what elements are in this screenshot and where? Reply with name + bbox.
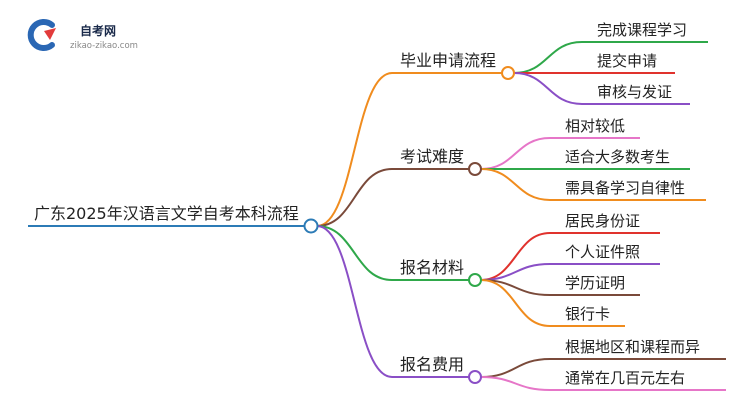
root-node[interactable]: 广东2025年汉语言文学自考本科流程 bbox=[28, 204, 319, 234]
leaf-suits-most[interactable]: 适合大多数考生 bbox=[550, 148, 690, 170]
leaf-varies-by-region[interactable]: 根据地区和课程而异 bbox=[550, 338, 726, 360]
leaf-label: 完成课程学习 bbox=[597, 21, 687, 39]
branch-to-leaf-connector bbox=[513, 72, 583, 105]
root-label: 广东2025年汉语言文学自考本科流程 bbox=[34, 204, 299, 223]
leaf-label: 居民身份证 bbox=[565, 212, 640, 230]
leaf-photo[interactable]: 个人证件照 bbox=[550, 243, 660, 265]
branch-graduation[interactable]: 毕业申请流程 bbox=[392, 51, 515, 80]
branch-to-leaf-connector bbox=[513, 41, 583, 74]
branch-toggle-circle[interactable] bbox=[468, 370, 482, 384]
branch-toggle-circle[interactable] bbox=[501, 66, 515, 80]
leaf-submit-application[interactable]: 提交申请 bbox=[582, 52, 675, 74]
leaf-label: 相对较低 bbox=[565, 117, 625, 135]
branch-toggle-circle[interactable] bbox=[468, 162, 482, 176]
branch-label: 报名材料 bbox=[400, 258, 464, 277]
leaf-self-discipline[interactable]: 需具备学习自律性 bbox=[550, 179, 706, 201]
root-to-branch-connector bbox=[316, 168, 393, 227]
branch-to-leaf-connector bbox=[480, 137, 551, 170]
branch-fees[interactable]: 报名费用 bbox=[392, 355, 482, 384]
branch-difficulty[interactable]: 考试难度 bbox=[392, 147, 482, 176]
logo-subtitle: zikao-zikao.com bbox=[70, 41, 138, 51]
leaf-label: 通常在几百元左右 bbox=[565, 369, 685, 387]
leaf-label: 适合大多数考生 bbox=[565, 148, 670, 166]
root-to-branch-connector bbox=[316, 72, 393, 227]
root-to-branch-connector bbox=[316, 225, 393, 281]
branch-to-leaf-connector bbox=[480, 376, 551, 391]
leaf-complete-courses[interactable]: 完成课程学习 bbox=[582, 21, 708, 43]
leaf-label: 需具备学习自律性 bbox=[565, 179, 685, 197]
leaf-label: 根据地区和课程而异 bbox=[565, 338, 700, 356]
leaf-label: 个人证件照 bbox=[565, 243, 640, 261]
branch-materials[interactable]: 报名材料 bbox=[392, 258, 482, 287]
root-toggle-circle[interactable] bbox=[303, 218, 319, 234]
leaf-education-proof[interactable]: 学历证明 bbox=[550, 274, 640, 296]
leaf-label: 审核与发证 bbox=[597, 83, 672, 101]
leaf-few-hundred-yuan[interactable]: 通常在几百元左右 bbox=[550, 369, 726, 391]
logo-title: 自考网 bbox=[80, 23, 116, 38]
site-logo: 自考网 zikao-zikao.com bbox=[27, 19, 138, 51]
branch-to-leaf-connector bbox=[480, 358, 551, 378]
branch-to-leaf-connector bbox=[480, 232, 551, 281]
mindmap-edges bbox=[316, 41, 583, 391]
branch-to-leaf-connector bbox=[480, 279, 551, 327]
leaf-label: 提交申请 bbox=[597, 52, 657, 70]
branch-label: 报名费用 bbox=[400, 355, 464, 374]
branch-toggle-circle[interactable] bbox=[468, 273, 482, 287]
logo-mark-icon bbox=[27, 19, 56, 51]
root-to-branch-connector bbox=[316, 225, 393, 378]
leaf-bank-card[interactable]: 银行卡 bbox=[550, 305, 625, 327]
leaf-label: 学历证明 bbox=[565, 274, 625, 292]
leaf-relatively-low[interactable]: 相对较低 bbox=[550, 117, 640, 139]
branch-to-leaf-connector bbox=[480, 168, 551, 201]
branch-label: 毕业申请流程 bbox=[400, 51, 496, 70]
branch-label: 考试难度 bbox=[400, 147, 464, 166]
leaf-id-card[interactable]: 居民身份证 bbox=[550, 212, 660, 234]
leaf-label: 银行卡 bbox=[565, 305, 610, 323]
leaf-review-certificate[interactable]: 审核与发证 bbox=[582, 83, 690, 105]
